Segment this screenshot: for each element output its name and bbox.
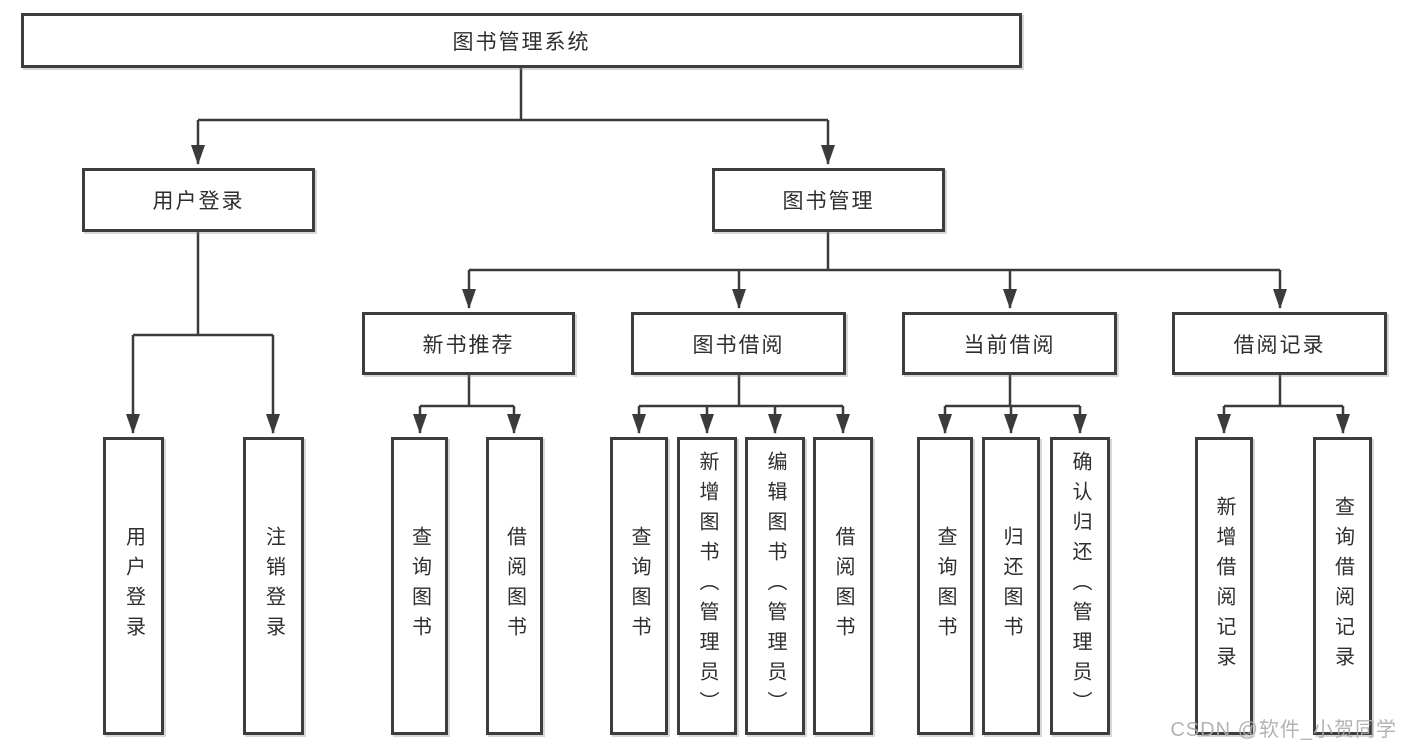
leaf-query-borrow-record-label: 查询借阅记录 [1331, 496, 1354, 676]
leaf-add-books-admin: 新增图书（管理员） [677, 437, 737, 735]
leaf-logout-label: 注销登录 [262, 526, 285, 646]
node-user-login: 用户登录 [82, 168, 315, 232]
node-new-book-recommend: 新书推荐 [362, 312, 575, 375]
node-root-label: 图书管理系统 [452, 30, 591, 54]
leaf-query-books-2-label: 查询图书 [628, 526, 650, 646]
leaf-query-books-3-label: 查询图书 [934, 526, 956, 646]
leaf-edit-books-admin-label: 编辑图书（管理员） [764, 451, 786, 721]
leaf-query-books-2: 查询图书 [610, 437, 668, 735]
leaf-logout: 注销登录 [243, 437, 304, 735]
leaf-add-borrow-record: 新增借阅记录 [1195, 437, 1253, 735]
leaf-query-books-1-label: 查询图书 [408, 526, 431, 646]
node-current-borrow: 当前借阅 [902, 312, 1117, 375]
leaf-user-login-label: 用户登录 [122, 526, 145, 646]
leaf-borrow-books-2-label: 借阅图书 [832, 526, 854, 646]
node-new-book-recommend-label: 新书推荐 [422, 333, 515, 357]
leaf-borrow-books-1-label: 借阅图书 [503, 526, 526, 646]
leaf-query-books-3: 查询图书 [917, 437, 973, 735]
leaf-query-borrow-record: 查询借阅记录 [1313, 437, 1372, 735]
leaf-confirm-return-admin: 确认归还（管理员） [1050, 437, 1110, 735]
node-book-borrow-label: 图书借阅 [692, 333, 785, 357]
leaf-user-login: 用户登录 [103, 437, 164, 735]
node-borrow-records-label: 借阅记录 [1233, 333, 1326, 357]
node-book-management-label: 图书管理 [782, 190, 875, 213]
leaf-confirm-return-admin-label: 确认归还（管理员） [1069, 451, 1091, 721]
node-borrow-records: 借阅记录 [1172, 312, 1387, 375]
node-root: 图书管理系统 [21, 13, 1022, 68]
node-current-borrow-label: 当前借阅 [963, 333, 1056, 357]
leaf-add-borrow-record-label: 新增借阅记录 [1213, 496, 1235, 676]
leaf-return-books: 归还图书 [982, 437, 1040, 735]
node-book-management: 图书管理 [712, 168, 945, 232]
node-user-login-label: 用户登录 [152, 190, 245, 213]
leaf-borrow-books-2: 借阅图书 [813, 437, 873, 735]
leaf-add-books-admin-label: 新增图书（管理员） [696, 451, 718, 721]
leaf-edit-books-admin: 编辑图书（管理员） [745, 437, 805, 735]
leaf-return-books-label: 归还图书 [1000, 526, 1022, 646]
node-book-borrow: 图书借阅 [631, 312, 846, 375]
leaf-borrow-books-1: 借阅图书 [486, 437, 543, 735]
leaf-query-books-1: 查询图书 [391, 437, 448, 735]
